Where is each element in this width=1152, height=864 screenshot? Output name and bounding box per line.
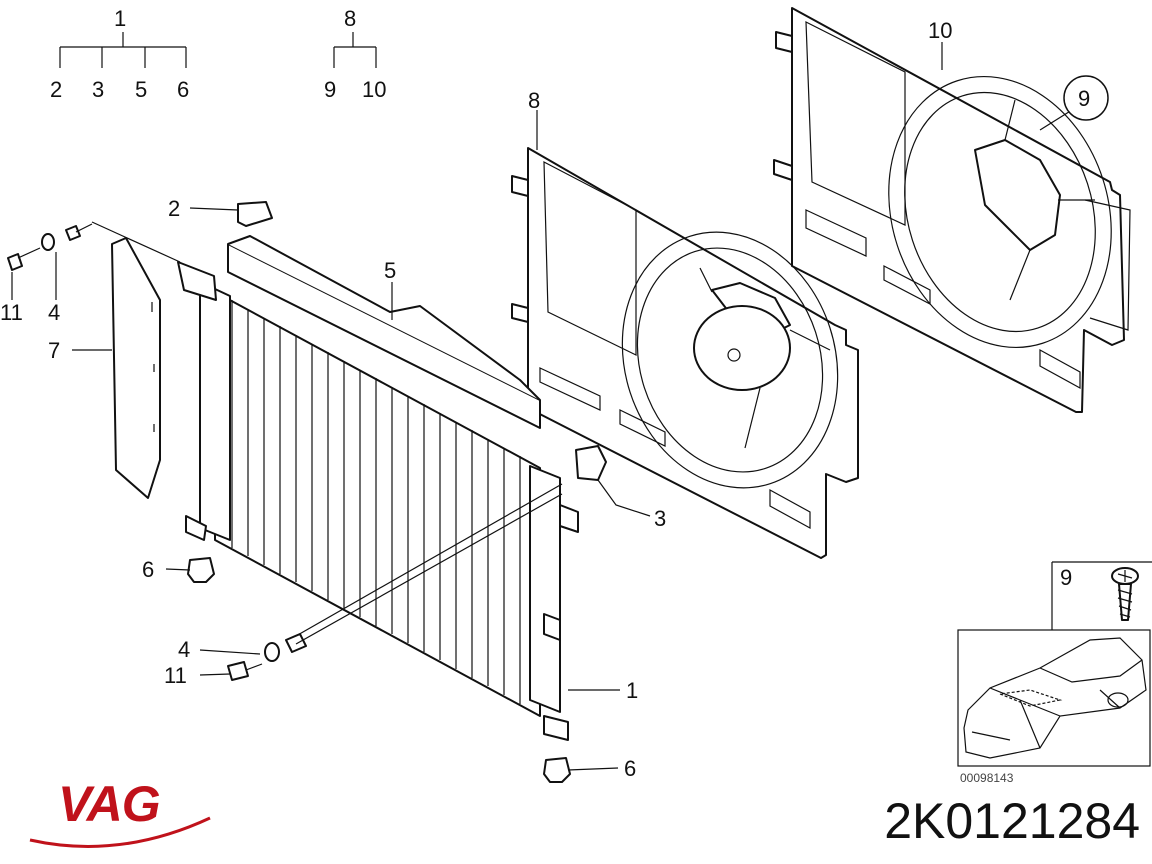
legend-8-child-a: 9	[324, 77, 336, 102]
inset-frame	[957, 629, 1151, 767]
side-baffle	[111, 237, 161, 499]
fan-shroud-rear	[773, 7, 1131, 413]
callout-6-lower: 6	[624, 756, 636, 781]
callout-4-lower: 4	[178, 637, 190, 662]
legend-1-parent: 1	[114, 6, 126, 31]
legend-1-child-d: 6	[177, 77, 189, 102]
callout-9: 9	[1078, 86, 1090, 111]
callout-11-upper: 11	[0, 300, 23, 325]
callouts: 2 3 5 8 10 9 1 6 6 4 11 7 11 4	[0, 18, 1109, 781]
callout-10: 10	[928, 18, 952, 43]
leader-lines	[11, 42, 1073, 771]
inset: 9 00098143	[957, 561, 1152, 785]
callout-8: 8	[528, 88, 540, 113]
screw-icon	[1111, 567, 1139, 621]
radiator	[177, 201, 607, 741]
legend-8-child-b: 10	[362, 77, 386, 102]
callout-11-lower: 11	[164, 663, 187, 688]
brand-logo: VAG	[58, 776, 161, 832]
callout-7: 7	[48, 338, 60, 363]
inset-code: 00098143	[960, 771, 1014, 785]
callout-4-upper: 4	[48, 300, 60, 325]
legend-8-parent: 8	[344, 6, 356, 31]
callout-1: 1	[626, 678, 638, 703]
logo-swoosh	[29, 816, 211, 848]
car-outline-icon	[963, 637, 1147, 759]
legend-tree-1: 1 2 3 5 6	[50, 6, 189, 102]
callout-9-circle	[1063, 75, 1109, 121]
part-number: 2K0121284	[884, 793, 1140, 849]
legend-tree-8: 8 9 10	[324, 6, 386, 102]
legend-1-child-a: 2	[50, 77, 62, 102]
callout-2: 2	[168, 196, 180, 221]
fan-shroud-front	[511, 147, 859, 559]
callout-3: 3	[654, 506, 666, 531]
legend-1-child-b: 3	[92, 77, 104, 102]
callout-6-upper: 6	[142, 557, 154, 582]
legend-1-child-c: 5	[135, 77, 147, 102]
callout-5: 5	[384, 258, 396, 283]
fasteners	[7, 223, 571, 783]
inset-number: 9	[1060, 565, 1072, 590]
